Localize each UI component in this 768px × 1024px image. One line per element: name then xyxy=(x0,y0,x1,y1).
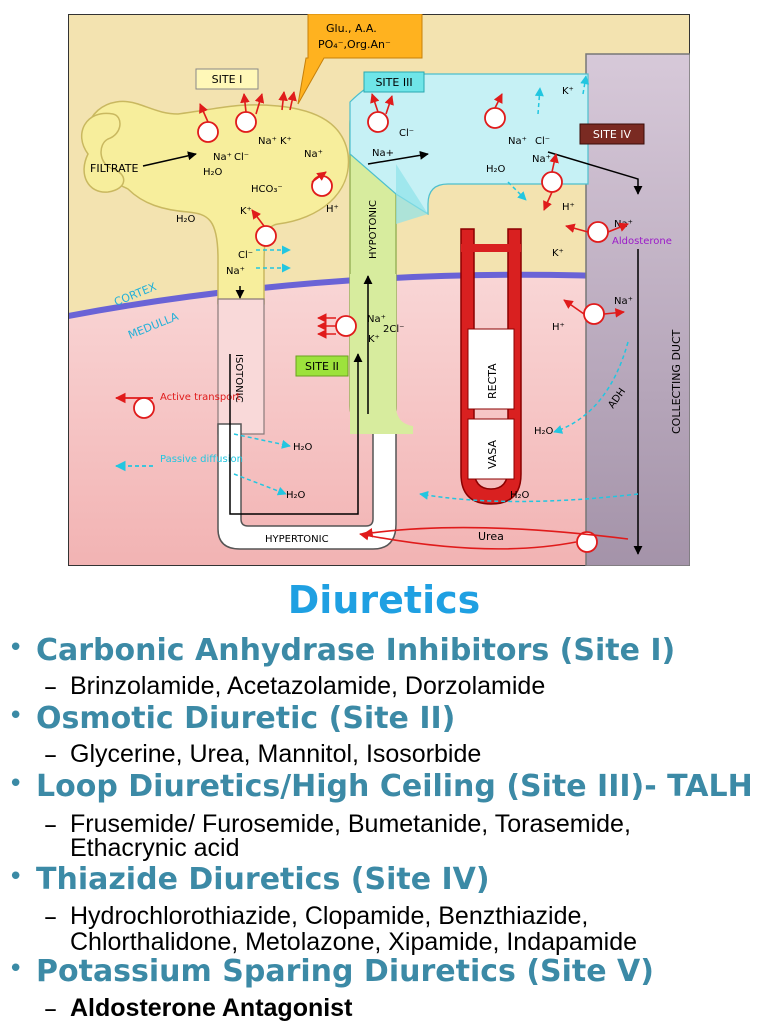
dash-icon: – xyxy=(44,810,57,840)
item-drugs: Frusemide/ Furosemide, Bumetanide, Toras… xyxy=(70,810,631,838)
svg-text:Cl⁻: Cl⁻ xyxy=(399,128,414,139)
svg-text:Na⁺: Na⁺ xyxy=(532,154,551,165)
svg-text:Na+: Na+ xyxy=(372,148,394,159)
hypertonic-label: HYPERTONIC xyxy=(265,534,329,545)
svg-text:Cl⁻: Cl⁻ xyxy=(234,152,249,163)
svg-text:Cl⁻: Cl⁻ xyxy=(238,250,253,261)
hypotonic-label: HYPOTONIC xyxy=(368,200,379,259)
svg-text:Na⁺: Na⁺ xyxy=(304,149,323,160)
legend: Active transport Passive diffusion xyxy=(114,392,243,472)
svg-text:K⁺: K⁺ xyxy=(562,86,574,97)
svg-text:H₂O: H₂O xyxy=(176,214,196,225)
urea-label: Urea xyxy=(478,530,504,543)
svg-text:H⁺: H⁺ xyxy=(552,322,565,333)
svg-text:Na⁺: Na⁺ xyxy=(508,136,527,147)
dash-icon: – xyxy=(44,672,57,702)
site-ii-label: SITE II xyxy=(305,360,339,373)
dash-icon: – xyxy=(44,740,57,770)
item-drugs: Glycerine, Urea, Mannitol, Isosorbide xyxy=(70,740,482,768)
item-drugs: Hydrochlorothiazide, Clopamide, Benzthia… xyxy=(70,902,589,930)
item-heading: Osmotic Diuretic (Site II) xyxy=(36,701,456,736)
callout-line-2: PO₄⁻,Org.An⁻ xyxy=(318,38,391,51)
svg-text:Cl⁻: Cl⁻ xyxy=(535,136,550,147)
legend-passive-diffusion: Passive diffusion xyxy=(160,454,243,465)
legend-active-transport: Active transport xyxy=(160,392,240,403)
svg-text:H₂O: H₂O xyxy=(203,167,223,178)
flow-arrows xyxy=(142,150,643,555)
svg-text:H₂O: H₂O xyxy=(534,426,554,437)
dash-icon: – xyxy=(44,902,57,932)
filtrate-label: FILTRATE xyxy=(90,162,138,175)
svg-text:H₂O: H₂O xyxy=(293,442,313,453)
active-transport-arrows xyxy=(199,91,629,550)
site-i-label: SITE I xyxy=(212,73,243,86)
bullet-icon: • xyxy=(8,633,24,663)
dash-icon: – xyxy=(44,994,57,1024)
svg-text:K⁺: K⁺ xyxy=(280,136,292,147)
item-heading: Potassium Sparing Diuretics (Site V) xyxy=(36,954,654,989)
svg-text:H⁺: H⁺ xyxy=(326,204,339,215)
collecting-duct-label: COLLECTING DUCT xyxy=(670,329,683,434)
svg-text:H₂O: H₂O xyxy=(486,164,506,175)
svg-text:2Cl⁻: 2Cl⁻ xyxy=(383,324,404,335)
item-heading: Loop Diuretics/High Ceiling (Site III)- … xyxy=(36,769,753,804)
svg-text:H₂O: H₂O xyxy=(510,490,530,501)
active-transport-pumps xyxy=(197,107,609,553)
svg-text:Na⁺: Na⁺ xyxy=(367,314,386,325)
site-labels: SITE I SITE II SITE III SITE IV xyxy=(195,68,645,377)
svg-text:K⁺: K⁺ xyxy=(552,248,564,259)
nephron-diagram: SITE I SITE II SITE III SITE IV Glu., A.… xyxy=(68,14,690,566)
bullet-icon: • xyxy=(8,862,24,892)
bullet-icon: • xyxy=(8,769,24,799)
svg-text:H₂O: H₂O xyxy=(286,490,306,501)
item-drugs: Aldosterone Antagonist xyxy=(70,994,353,1022)
svg-text:Na⁺: Na⁺ xyxy=(213,152,232,163)
site-iv-label: SITE IV xyxy=(593,128,632,141)
site-iii-label: SITE III xyxy=(375,76,412,89)
page-title: Diuretics xyxy=(287,578,481,622)
recta-label: RECTA xyxy=(486,363,499,399)
svg-text:Na⁺: Na⁺ xyxy=(226,266,245,277)
svg-text:HCO₃⁻: HCO₃⁻ xyxy=(251,184,283,195)
svg-text:H⁺: H⁺ xyxy=(562,202,575,213)
item-drugs: Brinzolamide, Acetazolamide, Dorzolamide xyxy=(70,672,546,700)
aldosterone-label: Aldosterone xyxy=(612,236,672,247)
passive-diffusion-arrows xyxy=(233,75,639,503)
svg-text:K⁺: K⁺ xyxy=(368,334,380,345)
svg-text:Na⁺: Na⁺ xyxy=(258,136,277,147)
solute-callout: Glu., A.A. PO₄⁻,Org.An⁻ xyxy=(297,14,423,105)
item-drugs: Ethacrynic acid xyxy=(70,834,240,862)
isotonic-label: ISOTONIC xyxy=(233,354,244,403)
ion-labels: Na⁺ Cl⁻ H₂O Na⁺ K⁺ Na⁺ HCO₃⁻ H⁺ H₂O K⁺ C… xyxy=(176,86,633,501)
vasa-label: VASA xyxy=(486,439,499,469)
item-drugs: Chlorthalidone, Metolazone, Xipamide, In… xyxy=(70,928,638,956)
callout-line-1: Glu., A.A. xyxy=(326,22,377,35)
bullet-icon: • xyxy=(8,954,24,984)
svg-text:Na⁺: Na⁺ xyxy=(614,296,633,307)
item-heading: Thiazide Diuretics (Site IV) xyxy=(36,862,490,897)
item-heading: Carbonic Anhydrase Inhibitors (Site I) xyxy=(36,633,676,668)
bullet-icon: • xyxy=(8,701,24,731)
svg-text:K⁺: K⁺ xyxy=(240,206,252,217)
proximal-tubule xyxy=(85,100,350,313)
